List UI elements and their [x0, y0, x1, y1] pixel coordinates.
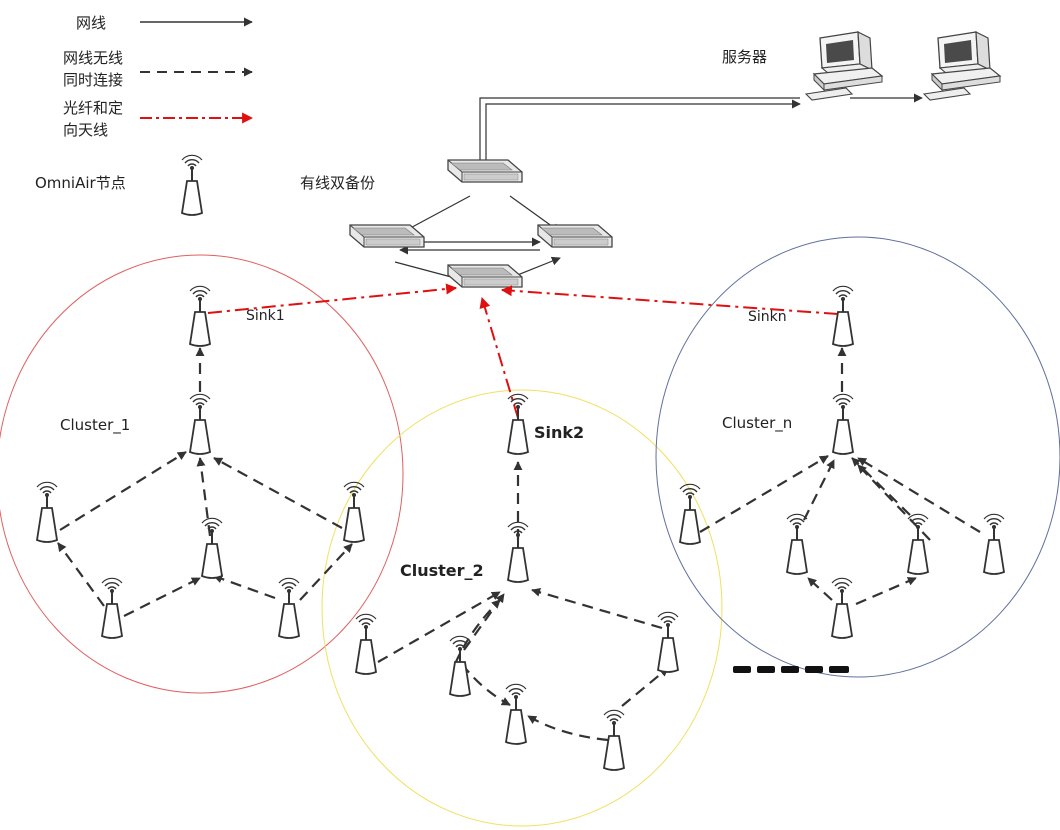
legend-wired-label: 网线 [76, 14, 106, 32]
switch-right [537, 224, 613, 248]
cluster-2-nodes [355, 393, 679, 771]
cluster-1-label: Cluster_1 [60, 416, 130, 435]
server-uplinks [479, 97, 801, 180]
switch-label: 有线双备份 [300, 174, 375, 192]
cluster-1-node-icon [101, 577, 123, 639]
cluster-1-head-node-icon [189, 393, 211, 455]
sink2-label: Sink2 [534, 423, 584, 442]
sinkn-label: Sinkn [748, 309, 787, 325]
legend-mixed-label-2: 同时连接 [63, 71, 123, 89]
cluster-2-links [377, 461, 669, 742]
fiber-links [207, 283, 839, 419]
server-label: 服务器 [722, 48, 767, 66]
cluster-1-node-icon [201, 517, 223, 579]
switch-group: 有线双备份 [300, 159, 613, 288]
legend: 网线 网线无线 同时连接 光纤和定 向天线 OmniAir节点 [35, 14, 254, 216]
cluster-n-node-icon [831, 577, 853, 639]
cluster-1-node-icon [36, 481, 58, 543]
cluster-n-node-icon [907, 513, 929, 575]
cluster-1-node-icon [278, 577, 300, 639]
cluster-n-nodes [679, 285, 1005, 639]
fiber-link-sink2 [479, 296, 519, 419]
fiber-link-sinkn [500, 285, 839, 315]
cluster-n-head-node-icon [832, 393, 854, 455]
legend-fiber-label-2: 向天线 [63, 121, 108, 139]
server-computer-icon-2 [923, 31, 1001, 101]
more-clusters-ellipsis [733, 666, 849, 673]
sink1-node-icon [189, 285, 211, 347]
cluster-2-head-node-icon [507, 521, 529, 583]
sink1-label: Sink1 [246, 308, 285, 324]
cluster-1-links [57, 347, 353, 617]
cluster-1-boundary [0, 254, 404, 694]
cluster-n-boundary [655, 236, 1060, 678]
sinkn-node-icon [832, 285, 854, 347]
server-group: 服务器 [722, 31, 1001, 103]
cluster-2-node-icon [355, 613, 377, 675]
cluster-n-links [699, 347, 981, 606]
switch-left [349, 224, 425, 248]
cluster-n-node-icon [679, 483, 701, 545]
cluster-1-node-icon [343, 481, 365, 543]
cluster-2-node-icon [657, 611, 679, 673]
cluster-n-node-icon [786, 513, 808, 575]
cluster-2-boundary [321, 389, 723, 827]
legend-mixed-label-1: 网线无线 [63, 49, 123, 67]
switch-bottom [447, 264, 523, 288]
cluster-n-node-icon [983, 513, 1005, 575]
legend-fiber-label-1: 光纤和定 [63, 99, 123, 117]
server-computer-icon-1 [805, 31, 883, 101]
legend-node-label: OmniAir节点 [35, 174, 126, 192]
legend-omniair-node-icon [181, 154, 203, 216]
cluster-2-node-icon [505, 683, 527, 745]
cluster-2-label: Cluster_2 [400, 561, 484, 580]
switch-top [447, 159, 523, 183]
sink2-node-icon [507, 393, 529, 455]
cluster-n-label: Cluster_n [722, 414, 792, 433]
